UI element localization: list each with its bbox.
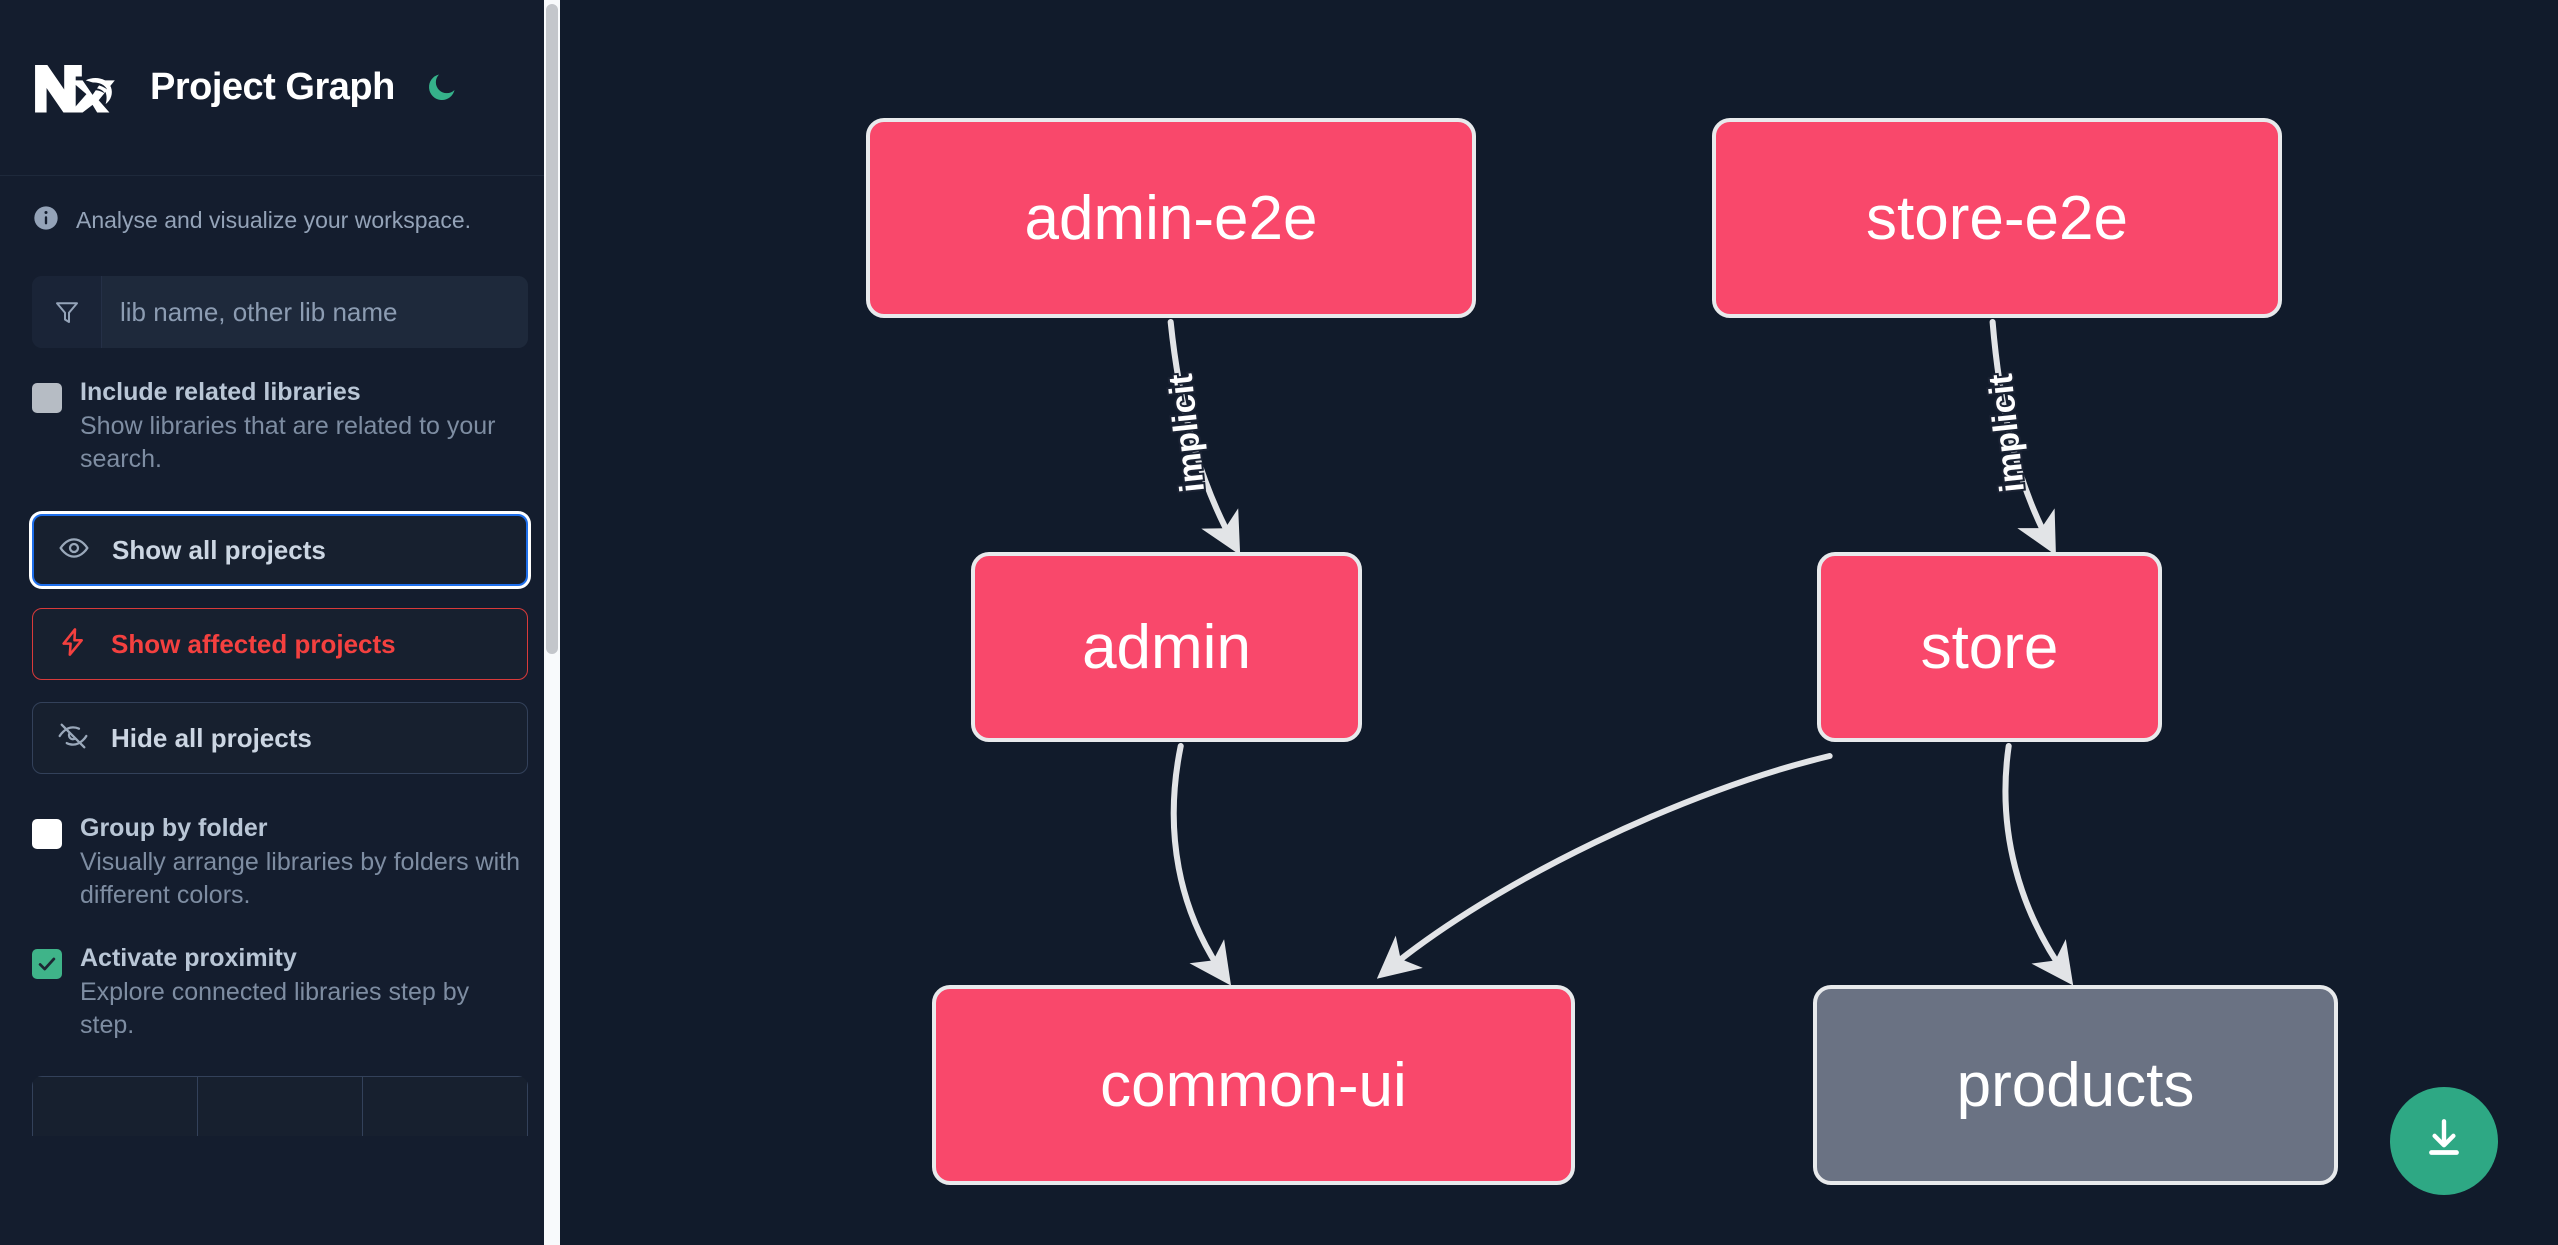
checkbox-include-related-libraries[interactable]: Include related libraries Show libraries… (32, 378, 528, 476)
hide-all-projects-button[interactable]: Hide all projects (32, 702, 528, 774)
edge-store-to-common-ui (1376, 753, 1833, 979)
info-circle-icon (32, 204, 60, 237)
eye-icon (58, 532, 90, 569)
graph-node-store-e2e[interactable]: store-e2e (1712, 118, 2282, 318)
checkbox-group-by-folder[interactable]: Group by folder Visually arrange librari… (32, 814, 528, 912)
checkbox-group-by-folder-box[interactable] (32, 819, 62, 849)
sidebar-body: Analyse and visualize your workspace. In… (0, 176, 560, 1136)
checkbox-include-related-libraries-desc: Show libraries that are related to your … (80, 412, 496, 473)
checkbox-activate-proximity[interactable]: Activate proximity Explore connected lib… (32, 944, 528, 1042)
show-all-projects-button[interactable]: Show all projects (32, 514, 528, 586)
graph-node-store[interactable]: store (1817, 552, 2162, 742)
graph-node-common-ui[interactable]: common-ui (932, 985, 1575, 1185)
graph-node-store-label: store (1920, 612, 2059, 682)
graph-node-admin-e2e[interactable]: admin-e2e (866, 118, 1476, 318)
edge-admin-to-common-ui (1170, 743, 1232, 986)
download-button[interactable] (2390, 1087, 2498, 1195)
graph-node-admin[interactable]: admin (971, 552, 1362, 742)
edge-store-to-products (2002, 743, 2074, 986)
checkbox-activate-proximity-label: Activate proximity (80, 944, 297, 972)
download-icon (2419, 1114, 2469, 1169)
proximity-segmented-control (32, 1076, 528, 1136)
checkbox-activate-proximity-box[interactable] (32, 949, 62, 979)
show-all-projects-label: Show all projects (112, 534, 326, 565)
proximity-segment-1[interactable] (32, 1076, 198, 1136)
graph-edges-layer: implicit implicit (1160, 319, 2074, 986)
checkbox-group-by-folder-desc: Visually arrange libraries by folders wi… (80, 848, 521, 909)
graph-node-admin-label: admin (1082, 612, 1251, 682)
show-affected-projects-button[interactable]: Show affected projects (32, 608, 528, 680)
workspace-info: Analyse and visualize your workspace. (32, 176, 528, 264)
sidebar: Project Graph Analyse and visualize your… (0, 0, 560, 1245)
edge-store-e2e-to-store (1989, 319, 2056, 556)
search-input[interactable] (102, 276, 528, 348)
funnel-filter-icon (32, 276, 102, 348)
sidebar-scrollbar-thumb[interactable] (546, 4, 558, 654)
graph-node-common-ui-label: common-ui (1100, 1050, 1407, 1120)
graph-node-products-label: products (1956, 1050, 2195, 1120)
workspace-info-text: Analyse and visualize your workspace. (76, 206, 472, 233)
graph-node-store-e2e-label: store-e2e (1866, 183, 2128, 253)
sidebar-scrollbar[interactable] (544, 0, 560, 1245)
checkbox-group-by-folder-label: Group by folder (80, 814, 268, 842)
hide-all-projects-label: Hide all projects (111, 722, 312, 753)
moon-icon[interactable] (421, 68, 461, 108)
project-visibility-buttons: Show all projects Show affected projects (32, 514, 528, 774)
edge-label-implicit-store: implicit (1982, 372, 2032, 494)
sidebar-header: Project Graph (0, 0, 560, 176)
filter-field[interactable] (32, 276, 528, 348)
eye-off-icon (57, 720, 89, 757)
proximity-segment-2[interactable] (198, 1076, 363, 1136)
graph-node-products[interactable]: products (1813, 985, 2338, 1185)
graph-canvas[interactable]: implicit implicit admin-e2e store-e2e ad… (560, 0, 2558, 1245)
checkbox-include-related-libraries-box[interactable] (32, 383, 62, 413)
nx-logo-icon (32, 57, 124, 119)
edge-admin-e2e-to-admin (1167, 319, 1241, 556)
checkbox-include-related-libraries-label: Include related libraries (80, 378, 361, 406)
graph-node-admin-e2e-label: admin-e2e (1024, 183, 1318, 253)
proximity-segment-3[interactable] (363, 1076, 528, 1136)
lightning-icon (57, 626, 89, 663)
show-affected-projects-label: Show affected projects (111, 628, 396, 659)
edge-label-implicit-admin: implicit (1162, 372, 1212, 494)
page-title: Project Graph (150, 66, 395, 108)
checkbox-activate-proximity-desc: Explore connected libraries step by step… (80, 978, 470, 1039)
